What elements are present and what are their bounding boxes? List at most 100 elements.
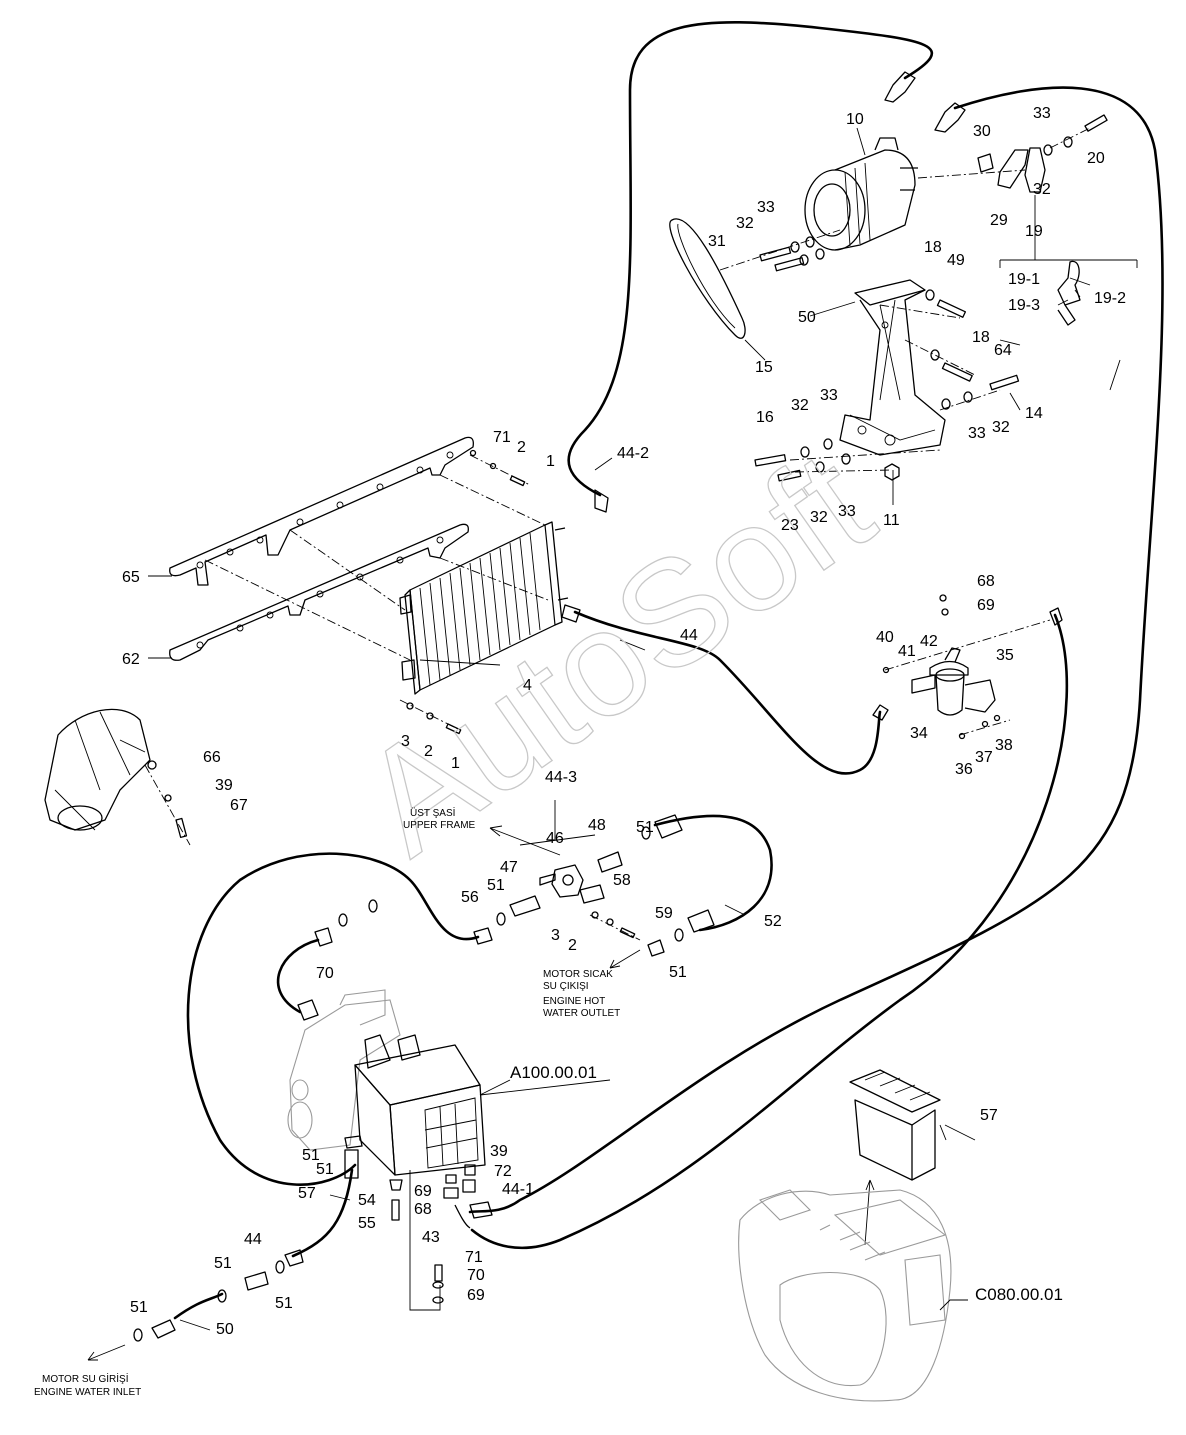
washer-29e (815, 461, 825, 473)
label-64b: 68 (414, 1201, 432, 1218)
label-2: 2 (517, 439, 526, 456)
note-water-inlet-en: ENGINE WATER INLET (34, 1387, 141, 1398)
label-49d: 51 (302, 1147, 320, 1164)
washer-30f (1043, 144, 1053, 156)
label-15: 15 (755, 359, 773, 376)
note-hot-outlet-en-1: ENGINE HOT (543, 996, 605, 1007)
bolt-28b (774, 257, 805, 272)
label-56: 57 (980, 1107, 998, 1124)
label-60: 64 (994, 342, 1012, 359)
heater-outlet-duct (339, 989, 386, 1026)
label-49b: 51 (487, 877, 505, 894)
condenser-mount-a (399, 594, 412, 615)
air-duct (44, 708, 191, 846)
bracket-hole-a (881, 321, 889, 329)
compressor-fittings (874, 137, 918, 191)
label-19: 19 (1025, 223, 1043, 240)
fitting-43 (244, 1271, 269, 1291)
washer-30e (841, 453, 851, 465)
label-30e: 33 (838, 503, 856, 520)
label-4: 4 (523, 677, 532, 694)
duct-detail (54, 711, 146, 831)
drier-body (935, 674, 965, 716)
valve-44-1 (551, 864, 584, 898)
hoses (173, 21, 1164, 1320)
panel-front (854, 1099, 936, 1181)
label-30d: 33 (968, 425, 986, 442)
hose-end-48 (687, 909, 715, 933)
water-valve (473, 800, 715, 969)
bracket-hole-b (884, 434, 896, 446)
condenser-screws (399, 699, 462, 735)
fittings-65-64 (443, 1174, 459, 1199)
label-35a: 39 (215, 777, 233, 794)
label-3a: 3 (401, 733, 410, 750)
hose-end-54 (473, 927, 493, 945)
label-20: 20 (1087, 150, 1105, 167)
label-30a: 33 (757, 199, 775, 216)
drive-belt-inner (677, 223, 736, 329)
belt (669, 218, 746, 339)
fasteners-upper-right (754, 114, 1108, 482)
hose-end-55b (284, 1249, 304, 1267)
hose-end-47 (151, 1319, 176, 1339)
label-1a: 1 (451, 755, 460, 772)
label-37: 41 (898, 643, 916, 660)
label-42: 44-1 (502, 1181, 534, 1198)
valve-57 (579, 884, 605, 904)
label-43: 44 (244, 1231, 262, 1248)
assembly-lines-upper (719, 127, 1091, 473)
fitting-39-end (561, 604, 581, 623)
hose-receiver-out (470, 613, 1069, 1250)
washer-29a (790, 241, 800, 253)
label-61: 65 (122, 569, 140, 586)
washer-18b (930, 349, 940, 361)
heater-grid (424, 1097, 479, 1169)
bracket-screws (469, 449, 531, 487)
label-49a: 51 (636, 819, 654, 836)
cab (738, 1189, 952, 1402)
label-69: 70 (467, 1267, 485, 1284)
label-28: 31 (708, 233, 726, 250)
condenser-fitting (554, 527, 569, 601)
note-water-inlet-tr: MOTOR SU GİRİŞİ (42, 1372, 129, 1385)
label-33: 36 (955, 761, 973, 778)
label-46: 50 (798, 309, 816, 326)
control-panel (849, 1069, 941, 1246)
bolt-28a (759, 246, 792, 262)
drier-clamp-38 (929, 660, 969, 676)
hose-47 (173, 1292, 224, 1320)
label-14: 11 (883, 512, 900, 529)
hose-end-66b (297, 999, 319, 1021)
washer-29f (1063, 136, 1073, 148)
label-31: 34 (910, 725, 928, 742)
note-upper-frame-tr: ÜST ŞASİ (410, 806, 455, 819)
bracket-ribs (849, 299, 936, 441)
label-30c: 33 (820, 387, 838, 404)
washer-18a (925, 289, 935, 301)
drier-bracket-32 (964, 679, 996, 713)
fitting-41-end (594, 489, 609, 513)
bracket-body (839, 289, 946, 456)
label-41: 44-2 (617, 445, 649, 462)
cab-outline (738, 1189, 952, 1402)
label-16: 16 (756, 409, 774, 426)
hot-outlet-arrow (609, 949, 641, 969)
ref-cab: C080.00.01 (975, 1285, 1063, 1304)
heater-bolt-51 (391, 1199, 400, 1221)
bracket-top-plate (854, 279, 926, 306)
washer-30b (815, 248, 825, 260)
label-18a: 18 (924, 239, 942, 256)
label-19-3: 19-3 (1008, 297, 1040, 314)
label-29e: 32 (810, 509, 828, 526)
clamp-26 (997, 149, 1029, 189)
panel-top (849, 1069, 941, 1113)
label-38: 42 (920, 633, 938, 650)
hose-end-fitting (647, 939, 665, 957)
note-hot-outlet-tr-1: MOTOR SICAK (543, 969, 613, 980)
compressor-pulley-inner (813, 183, 851, 237)
bracket-61 (169, 436, 474, 586)
label-52: 49 (947, 252, 965, 269)
label-65a: 69 (977, 597, 995, 614)
